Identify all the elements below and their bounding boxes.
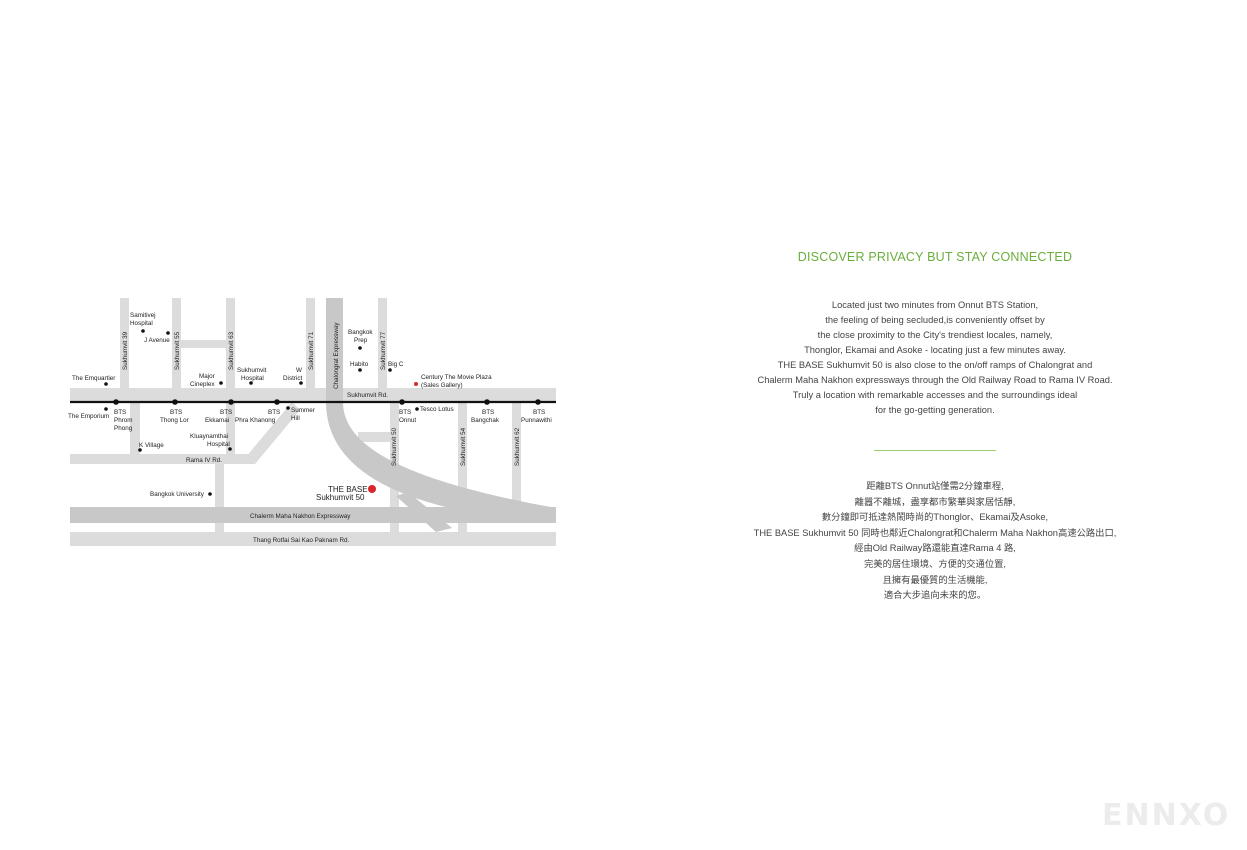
label-bts-thong-lor-1: BTS	[170, 409, 182, 416]
label-sukhumvit-54: Sukhumvit 54	[460, 427, 467, 466]
label-emporium: The Emporium	[68, 413, 109, 420]
green-divider	[874, 450, 996, 451]
label-chalongrat-expressway: Chalongrat Expressway	[333, 322, 340, 389]
label-chalerm-expressway: Chalerm Maha Nakhon Expressway	[250, 513, 351, 520]
label-bts-ekkamai-2: Ekkamai	[205, 417, 229, 424]
label-sukhumvit-71: Sukhumvit 71	[308, 331, 315, 370]
sales-gallery-marker	[414, 382, 418, 386]
chinese-line: 距離BTS Onnut站僅需2分鐘車程,	[866, 481, 1004, 491]
bts-stations	[113, 399, 541, 405]
label-bts-thong-lor-2: Thong Lor	[160, 417, 189, 424]
label-bts-phrom-phong-1: BTS	[114, 409, 126, 416]
label-tesco-lotus: Tesco Lotus	[420, 406, 454, 413]
label-sukhumvit-62: Sukhumvit 62	[514, 427, 521, 466]
label-kluaynamthai-1: Kluaynamthai	[190, 433, 228, 440]
the-base-label: THE BASE Sukhumvit 50	[316, 485, 368, 502]
description-panel: DISCOVER PRIVACY BUT STAY CONNECTED Loca…	[730, 250, 1140, 604]
label-sukhumvit-55: Sukhumvit 55	[174, 331, 181, 370]
watermark-logo: ENNXO	[1102, 798, 1231, 833]
label-bts-bangchak-1: BTS	[482, 409, 494, 416]
label-w-district-2: District	[283, 375, 302, 382]
poi-dots	[104, 329, 419, 496]
label-bangkok-prep-1: Bangkok	[348, 329, 373, 336]
label-bangkok-prep-2: Prep	[354, 337, 368, 344]
label-bts-onnut-1: BTS	[399, 409, 411, 416]
label-bts-phra-khanong-2: Phra Khanong	[235, 417, 276, 424]
label-major-cineplex-1: Major	[199, 373, 215, 380]
english-line: Located just two minutes from Onnut BTS …	[831, 300, 1039, 310]
label-bts-punnawithi-1: BTS	[533, 409, 545, 416]
chinese-line: 離囂不離城，盡享都市繁華與家居恬靜,	[854, 496, 1016, 507]
label-sukhumvit-hospital-2: Hospital	[241, 375, 264, 382]
label-thang-rotfai: Thang Rotfai Sai Kao Paknam Rd.	[253, 537, 350, 544]
expressways	[70, 298, 556, 532]
label-sukhumvit-rd: Sukhumvit Rd.	[347, 392, 388, 399]
chinese-description: 距離BTS Onnut站僅需2分鐘車程, 離囂不離城，盡享都市繁華與家居恬靜, …	[730, 479, 1140, 604]
label-samitivej-2: Hospital	[130, 320, 153, 327]
label-sukhumvit-63: Sukhumvit 63	[228, 331, 235, 370]
label-habito: Habito	[350, 361, 369, 368]
label-samitivej-1: Samitivej	[130, 312, 156, 319]
chinese-line: 經由Old Railway路還能直達Rama 4 路,	[854, 543, 1016, 554]
chinese-line: 完美的居住環境、方便的交通位置,	[863, 558, 1007, 569]
chinese-line: THE BASE Sukhumvit 50 同時也鄰近Chalongrat和Ch…	[753, 527, 1117, 538]
chinese-line: 適合大步追向未來的您。	[883, 590, 987, 601]
label-sukhumvit-39: Sukhumvit 39	[122, 331, 129, 370]
label-the-base-2: Sukhumvit 50	[316, 493, 365, 502]
label-bts-ekkamai-1: BTS	[220, 409, 232, 416]
label-kluaynamthai-2: Hospital	[207, 441, 230, 448]
label-bts-phra-khanong-1: BTS	[268, 409, 280, 416]
label-summer-hill-1: Summer	[291, 407, 315, 414]
label-the-base-1: THE BASE	[328, 485, 368, 494]
label-century-1: Century The Movie Plaza	[421, 374, 492, 381]
label-major-cineplex-2: Cineplex	[190, 381, 215, 388]
chinese-line: 數分鐘即可抵達熱鬧時尚的Thonglor、Ekamai及Asoke,	[821, 512, 1049, 523]
label-bts-bangchak-2: Bangchak	[471, 417, 500, 424]
svg-text:Century The Movie Plaza(Sales: Century The Movie Plaza(Sales Gallery)	[421, 374, 492, 389]
label-k-village: K Village	[139, 442, 164, 449]
the-base-marker	[368, 485, 376, 493]
label-rama-iv: Rama IV Rd.	[186, 457, 222, 464]
label-j-avenue: J Avenue	[144, 337, 170, 344]
label-bangkok-university: Bangkok University	[150, 491, 205, 498]
label-summer-hill-2: Hill	[291, 415, 300, 422]
label-bts-punnawithi-2: Punnawithi	[521, 417, 552, 424]
english-line: for the go-getting generation.	[875, 405, 995, 415]
label-sukhumvit-77: Sukhumvit 77	[380, 331, 387, 370]
english-line: Truly a location with remarkable accesse…	[792, 390, 1078, 400]
label-century-2: (Sales Gallery)	[421, 382, 463, 389]
section-heading: DISCOVER PRIVACY BUT STAY CONNECTED	[797, 250, 1073, 264]
label-big-c: Big C	[388, 361, 404, 368]
label-emquartier: The Emquartier	[72, 375, 115, 382]
english-description: Located just two minutes from Onnut BTS …	[730, 298, 1140, 418]
english-line: Thonglor, Ekamai and Asoke - locating ju…	[804, 345, 1066, 355]
english-line: THE BASE Sukhumvit 50 is also close to t…	[777, 360, 1093, 370]
english-line: the feeling of being secluded,is conveni…	[825, 315, 1045, 325]
label-bts-phrom-phong-2: Phrom	[114, 417, 133, 424]
label-w-district-1: W	[296, 367, 302, 374]
english-line: the close proximity to the City's trendi…	[817, 330, 1053, 340]
label-bts-onnut-2: Onnut	[399, 417, 416, 424]
label-sukhumvit-hospital-1: Sukhumvit	[237, 367, 267, 374]
label-sukhumvit-50: Sukhumvit 50	[391, 427, 398, 466]
chinese-line: 且擁有最優質的生活機能,	[882, 574, 988, 585]
label-bts-phrom-phong-3: Phong	[114, 425, 133, 432]
english-line: Chalerm Maha Nakhon expressways through …	[757, 375, 1113, 385]
